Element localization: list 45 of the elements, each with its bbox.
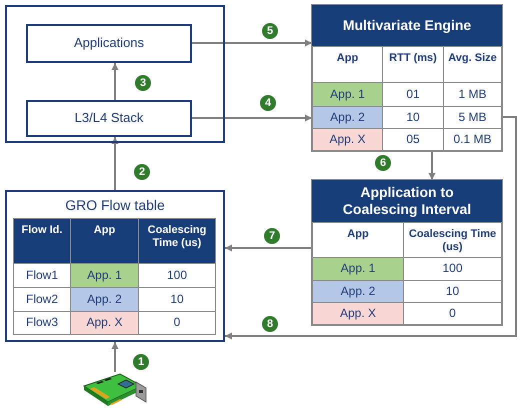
step-number-badge: 1	[132, 353, 150, 371]
arrow	[112, 137, 118, 190]
table-cell: App. 1	[70, 263, 139, 288]
process-box: Applications	[26, 24, 192, 63]
step-number-badge: 5	[261, 22, 279, 40]
header-cell: Flow Id.	[13, 218, 71, 264]
table-cell: App. 2	[312, 280, 404, 303]
data-table	[312, 180, 502, 325]
step-number-badge: 2	[133, 163, 151, 181]
table-cell: App. 2	[312, 106, 383, 129]
host-box	[5, 5, 225, 143]
data-table	[5, 190, 225, 342]
step-number-badge: 7	[263, 227, 281, 245]
table-title: Multivariate Engine	[312, 5, 502, 46]
arrow	[112, 342, 118, 372]
table-cell: 0.1 MB	[443, 128, 502, 151]
arrow	[225, 244, 312, 252]
header-cell: App	[312, 46, 383, 83]
process-box: L3/L4 Stack	[26, 100, 192, 137]
table-cell: App. 1	[312, 82, 383, 107]
arrow	[192, 114, 312, 122]
data-table	[312, 5, 502, 151]
header-cell: App	[70, 218, 139, 264]
table-cell: App. 1	[312, 257, 404, 281]
table-title: Application to Coalescing Interval	[312, 180, 502, 222]
arrow	[225, 116, 517, 340]
arrow	[112, 63, 118, 100]
header-cell: Coalescing Time (us)	[403, 222, 502, 258]
step-number-badge: 8	[261, 315, 279, 333]
step-number-badge: 4	[259, 94, 277, 112]
table-cell: App. X	[70, 311, 139, 335]
table-cell: App. X	[312, 128, 383, 151]
table-cell: 0	[138, 311, 216, 335]
step-number-badge: 6	[374, 154, 392, 172]
arrow	[192, 40, 312, 46]
table-cell: App. 2	[70, 287, 139, 312]
header-cell: Coalescing Time (us)	[138, 218, 216, 264]
header-cell: App	[312, 222, 404, 258]
step-number-badge: 3	[134, 74, 152, 92]
table-cell: Flow3	[13, 311, 71, 335]
table-cell: App. X	[312, 302, 404, 325]
table-title: GRO Flow table	[64, 197, 166, 213]
table-cell: 0	[403, 302, 502, 325]
header-cell: Avg. Size	[443, 46, 502, 83]
arrow	[428, 151, 436, 180]
